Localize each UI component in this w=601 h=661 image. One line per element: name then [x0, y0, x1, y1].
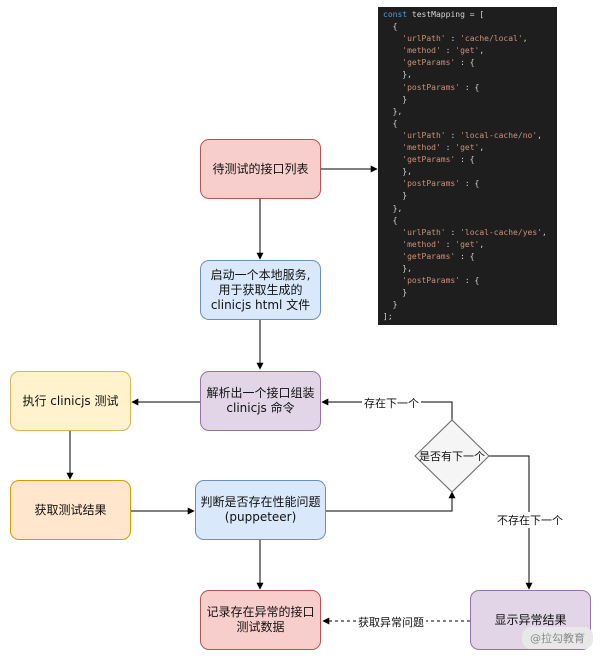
code-line: 'postParams' : { — [402, 276, 480, 286]
code-line: } — [383, 300, 398, 310]
code-snippet: const testMapping = [ { 'urlPath' : 'cac… — [378, 7, 557, 325]
show-result-label: 显示异常结果 — [494, 612, 567, 627]
code-line: }, — [383, 203, 403, 213]
run-clinic-label: 执行 clinicjs 测试 — [22, 393, 119, 408]
code-line: 'method' : 'get', — [402, 143, 485, 153]
code-line: } — [383, 191, 408, 201]
edge-label-get-problem: 获取异常问题 — [356, 614, 426, 630]
code-line: }, — [383, 106, 403, 116]
code-line: 'method' : 'get', — [402, 46, 485, 56]
code-line: 'getParams' : { — [402, 155, 475, 165]
code-line: } — [383, 94, 408, 104]
edge-diamond-to-show — [489, 455, 533, 590]
code-line: } — [383, 288, 408, 298]
code-line: }, — [383, 70, 412, 80]
code-line: { — [383, 118, 398, 128]
code-line: 'postParams' : { — [402, 179, 480, 189]
start-service-node: 启动一个本地服务, 用于获取生成的 clinicjs html 文件 — [200, 260, 321, 320]
parse-api-node: 解析出一个接口组装 clinicjs 命令 — [200, 371, 321, 431]
parse-api-label: 解析出一个接口组装 clinicjs 命令 — [206, 386, 315, 415]
check-perf-node: 判断是否存在性能问题 (puppeteer) — [195, 480, 326, 540]
code-line: const testMapping = [ — [383, 10, 485, 19]
get-result-label: 获取测试结果 — [34, 502, 107, 517]
code-line: 'getParams' : { — [402, 251, 475, 261]
code-line: 'urlPath' : 'local-cache/no', — [402, 130, 542, 140]
record-data-node: 记录存在异常的接口测试数据 — [200, 590, 321, 650]
edge-label-exists-next: 存在下一个 — [362, 395, 421, 411]
code-line: 'urlPath' : 'local-cache/yes', — [402, 227, 547, 237]
code-line: 'postParams' : { — [402, 82, 480, 92]
code-line: { — [383, 22, 398, 32]
watermark: @拉勾教育 — [522, 627, 593, 649]
code-line: }, — [383, 263, 412, 273]
api-list-label: 待测试的接口列表 — [212, 161, 309, 176]
get-result-node: 获取测试结果 — [10, 480, 131, 540]
code-line: ]; — [383, 312, 393, 322]
code-line: 'getParams' : { — [402, 58, 475, 68]
run-clinic-node: 执行 clinicjs 测试 — [10, 371, 131, 431]
api-list-node: 待测试的接口列表 — [200, 139, 321, 199]
code-line: { — [383, 215, 398, 225]
record-data-label: 记录存在异常的接口测试数据 — [206, 605, 315, 634]
code-line: 'urlPath' : 'cache/local', — [402, 34, 528, 44]
edge-label-no-next: 不存在下一个 — [495, 512, 565, 528]
edge-check-to-diamond — [325, 491, 456, 512]
code-line: }, — [383, 167, 412, 177]
has-next-label: 是否有下一个 — [419, 450, 485, 463]
decision-diamond — [414, 419, 490, 493]
check-perf-label: 判断是否存在性能问题 (puppeteer) — [200, 495, 321, 524]
code-line: 'method' : 'get', — [402, 239, 485, 249]
start-service-label: 启动一个本地服务, 用于获取生成的 clinicjs html 文件 — [210, 267, 311, 312]
